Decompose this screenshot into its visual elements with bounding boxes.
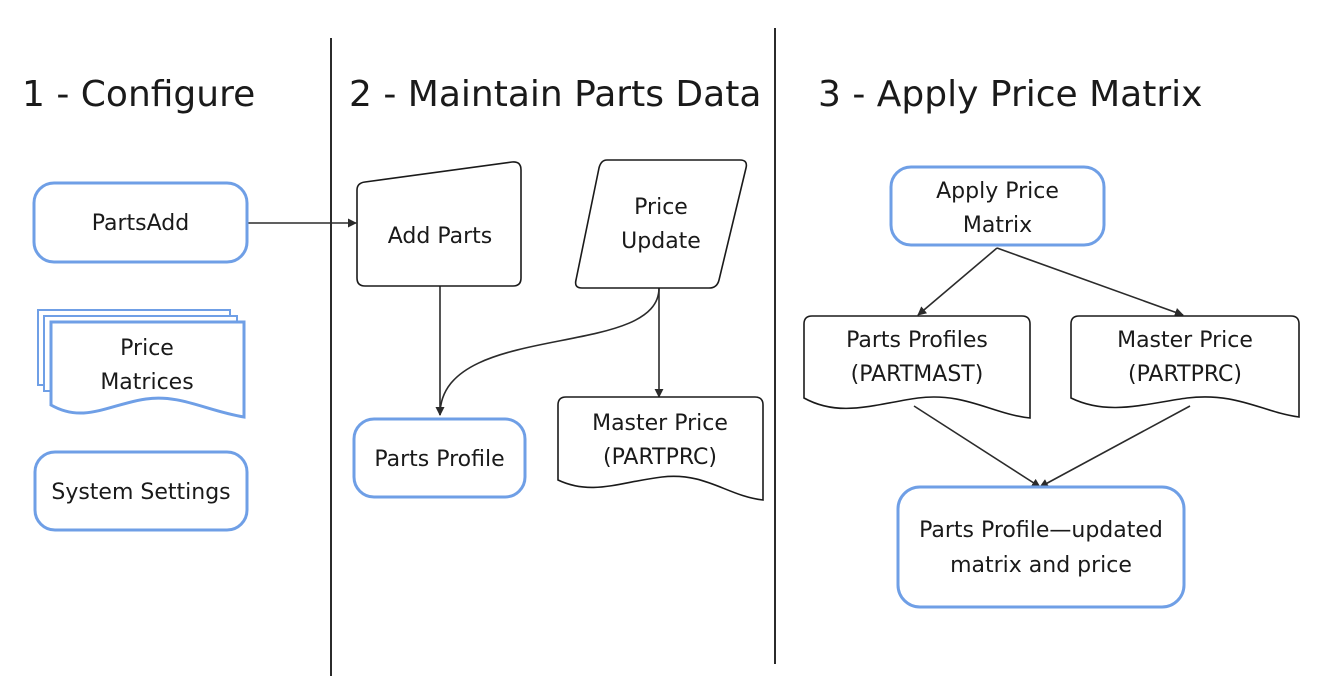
price-update-line-2: Update (621, 229, 701, 254)
apply-price-matrix-line-2: Matrix (963, 213, 1032, 238)
master-price-node-maintain: Master Price (PARTPRC) (557, 396, 764, 501)
arrow-apply-to-masterprice (996, 247, 1184, 317)
master-price-apply-line-2: (PARTPRC) (1128, 362, 1242, 387)
arrow-partsprofiles-to-result (913, 405, 1041, 488)
price-matrices-node: Price Matrices (37, 309, 246, 419)
parts-profile-label: Parts Profile (374, 447, 504, 472)
master-price-line-1: Master Price (592, 411, 728, 436)
result-line-2: matrix and price (950, 553, 1132, 578)
column-title-maintain: 2 - Maintain Parts Data (349, 74, 761, 115)
column-title-configure: 1 - Configure (22, 74, 255, 115)
price-matrices-line-1: Price (120, 336, 174, 361)
result-node: Parts Profile—updated matrix and price (896, 485, 1186, 609)
price-update-line-1: Price (634, 195, 688, 220)
arrow-apply-to-partsprofiles (917, 247, 998, 316)
parts-add-label: PartsAdd (92, 211, 190, 236)
price-matrices-line-2: Matrices (100, 370, 193, 395)
arrow-masterprice-to-result (1039, 405, 1191, 488)
apply-price-matrix-line-1: Apply Price (936, 179, 1059, 204)
result-line-1: Parts Profile—updated (919, 518, 1163, 543)
arrow-priceupdate-to-partsprofile (435, 287, 660, 416)
add-parts-label: Add Parts (388, 224, 492, 249)
parts-profile-node: Parts Profile (352, 417, 527, 499)
master-price-line-2: (PARTPRC) (603, 445, 717, 470)
parts-profiles-line-2: (PARTMAST) (851, 362, 984, 387)
master-price-apply-line-1: Master Price (1117, 328, 1253, 353)
column-title-apply: 3 - Apply Price Matrix (818, 74, 1202, 115)
parts-add-node: PartsAdd (32, 181, 249, 264)
add-parts-node: Add Parts (356, 161, 522, 287)
apply-price-matrix-node: Apply Price Matrix (889, 165, 1106, 247)
master-price-node-apply: Master Price (PARTPRC) (1070, 315, 1300, 418)
parts-profiles-line-1: Parts Profiles (846, 328, 988, 353)
system-settings-node: System Settings (33, 450, 249, 532)
parts-profiles-node: Parts Profiles (PARTMAST) (803, 315, 1031, 419)
system-settings-label: System Settings (51, 480, 230, 505)
price-update-node: Price Update (574, 159, 748, 289)
